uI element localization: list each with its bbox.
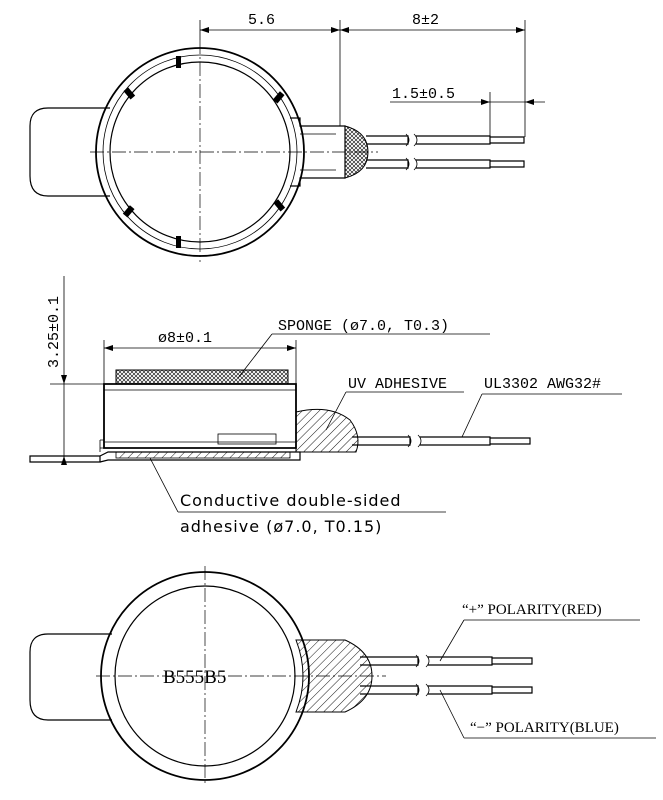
side-wire [352, 434, 531, 448]
callout-positive-label: “+” POLARITY(RED) [462, 602, 602, 618]
motor-marking: B555B5 [163, 667, 226, 688]
callout-wire-label: UL3302 AWG32# [484, 376, 601, 393]
callout-adhesive-line1: Conductive double-sided [180, 491, 402, 510]
dim-strip-length: 1.5±0.5 [390, 86, 545, 136]
callout-sponge: SPONGE (ø7.0, T0.3) [237, 318, 490, 379]
callout-sponge-label: SPONGE (ø7.0, T0.3) [278, 318, 449, 335]
bottom-wires [360, 654, 533, 697]
side-view: 3.25±0.1 ø8±0.1 SPONGE (ø7.0, T0.3) UV A… [29, 276, 622, 536]
callout-positive: “+” POLARITY(RED) [439, 602, 640, 662]
callout-uv-adhesive-label: UV ADHESIVE [348, 376, 447, 393]
top-tab [29, 107, 110, 197]
dim-lead-length: 8±2 [340, 12, 526, 137]
dim-height: 3.25±0.1 [46, 276, 104, 465]
dim-5-6-label: 5.6 [248, 12, 275, 29]
side-sponge [115, 369, 289, 385]
side-body [103, 383, 297, 449]
callout-wire: UL3302 AWG32# [461, 376, 622, 438]
side-conductive-adhesive [115, 451, 291, 459]
dim-lead-length-label: 8±2 [412, 12, 439, 29]
dim-diameter: ø8±0.1 [103, 330, 297, 384]
callout-uv-adhesive: UV ADHESIVE [325, 376, 464, 431]
callout-adhesive-line2: adhesive (ø7.0, T0.15) [180, 517, 382, 536]
dim-5-6: 5.6 [199, 12, 341, 126]
callout-negative-label: “−” POLARITY(BLUE) [470, 720, 619, 736]
callout-negative: “−” POLARITY(BLUE) [439, 689, 656, 739]
callout-conductive-adhesive: Conductive double-sided adhesive (ø7.0, … [149, 457, 446, 536]
bottom-view: B555B5 “+” POLARITY(RED) “−” POLARITY(BL… [29, 566, 656, 786]
dim-height-label: 3.25±0.1 [46, 296, 63, 368]
rim-ticks [122, 56, 286, 248]
dim-strip-length-label: 1.5±0.5 [392, 86, 455, 103]
dim-diameter-label: ø8±0.1 [158, 330, 212, 347]
side-uv-adhesive [295, 408, 359, 453]
top-wires [366, 133, 525, 171]
bottom-tab [29, 633, 112, 721]
top-view: 5.6 8±2 1.5±0.5 [29, 12, 545, 262]
